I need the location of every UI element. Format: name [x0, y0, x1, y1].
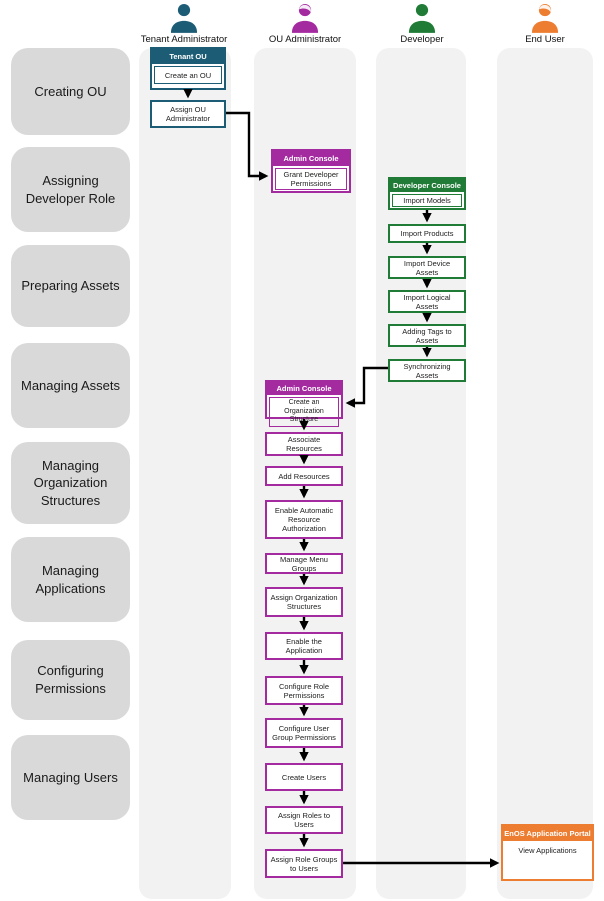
node-import-logical-assets: Import Logical Assets — [388, 290, 466, 313]
node-enos-application-portal-unit: EnOS Application Portal View Application… — [501, 824, 594, 881]
stage-label: Preparing Assets — [21, 278, 120, 294]
node-admin-console-1-unit: Admin Console Grant Developer Permission… — [271, 149, 351, 193]
node-grant-developer-permissions: Grant Developer Permissions — [275, 168, 347, 191]
node-configure-role-permissions: Configure Role Permissions — [265, 676, 343, 705]
role-developer: Developer — [362, 3, 482, 45]
stage-label: Assigning Developer Role — [25, 172, 116, 206]
end-user-person-icon — [531, 3, 559, 33]
stage-label: Configuring Permissions — [35, 663, 106, 696]
node-create-organization-structure: Create an Organization Structure — [269, 397, 339, 427]
stage-preparing-assets: Preparing Assets — [11, 245, 130, 327]
stage-managing-users: Managing Users — [11, 735, 130, 820]
stage-configuring-permissions: Configuring Permissions — [11, 640, 130, 720]
node-header-admin-console-2: Admin Console — [267, 382, 341, 396]
node-header-enos-application-portal: EnOS Application Portal — [503, 826, 592, 842]
stage-label: Creating OU — [34, 83, 107, 99]
stage-managing-organization-structures: Managing Organization Structures — [11, 442, 130, 524]
node-assign-organization-structures: Assign Organization Structures — [265, 587, 343, 617]
node-create-an-ou: Create an OU — [154, 66, 222, 84]
stage-managing-assets: Managing Assets — [11, 343, 130, 428]
lane-tenant-administrator — [139, 48, 231, 899]
stage-label: Managing Organization Structures — [33, 457, 108, 508]
ou-administrator-person-icon — [291, 3, 319, 33]
node-manage-menu-groups: Manage Menu Groups — [265, 553, 343, 574]
node-developer-console-unit: Developer Console Import Models — [388, 177, 466, 210]
node-synchronizing-assets: Synchronizing Assets — [388, 359, 466, 382]
stage-assigning-developer-role: Assigning Developer Role — [11, 147, 130, 232]
node-assign-roles-to-users: Assign Roles to Users — [265, 806, 343, 834]
developer-person-icon — [408, 3, 436, 33]
node-enable-the-application: Enable the Application — [265, 632, 343, 660]
node-admin-console-2-unit: Admin Console Create an Organization Str… — [265, 380, 343, 427]
node-import-device-assets: Import Device Assets — [388, 256, 466, 279]
role-end-user: End User — [485, 3, 604, 45]
node-header-admin-console-1: Admin Console — [273, 151, 349, 167]
stage-label: Managing Users — [23, 769, 118, 785]
node-associate-resources: Associate Resources — [265, 432, 343, 456]
stage-label: Managing Applications — [35, 562, 106, 596]
role-ou-administrator: OU Administrator — [245, 3, 365, 45]
role-label: Developer — [400, 34, 444, 45]
node-tenant-ou-unit: Tenant OU Create an OU — [150, 47, 226, 90]
role-label: End User — [525, 34, 565, 45]
node-header-developer-console: Developer Console — [390, 179, 464, 193]
stage-managing-applications: Managing Applications — [11, 537, 130, 622]
node-import-models: Import Models — [392, 194, 462, 208]
node-configure-user-group-permissions: Configure User Group Permissions — [265, 718, 343, 748]
stage-creating-ou: Creating OU — [11, 48, 130, 135]
node-adding-tags-to-assets: Adding Tags to Assets — [388, 324, 466, 347]
node-view-applications: View Applications — [518, 846, 577, 856]
lane-developer — [376, 48, 466, 899]
node-enable-automatic-resource-authorization: Enable Automatic Resource Authorization — [265, 500, 343, 539]
node-header-tenant-ou: Tenant OU — [152, 49, 224, 65]
role-label: Tenant Administrator — [140, 34, 228, 45]
node-assign-ou-administrator: Assign OU Administrator — [150, 100, 226, 128]
node-add-resources: Add Resources — [265, 466, 343, 486]
node-create-users: Create Users — [265, 763, 343, 791]
node-assign-role-groups-to-users: Assign Role Groups to Users — [265, 849, 343, 878]
node-import-products: Import Products — [388, 224, 466, 243]
role-tenant-administrator: Tenant Administrator — [124, 3, 244, 45]
lane-end-user — [497, 48, 593, 899]
role-label: OU Administrator — [268, 34, 342, 45]
stage-label: Managing Assets — [20, 377, 120, 393]
tenant-administrator-person-icon — [170, 3, 198, 33]
